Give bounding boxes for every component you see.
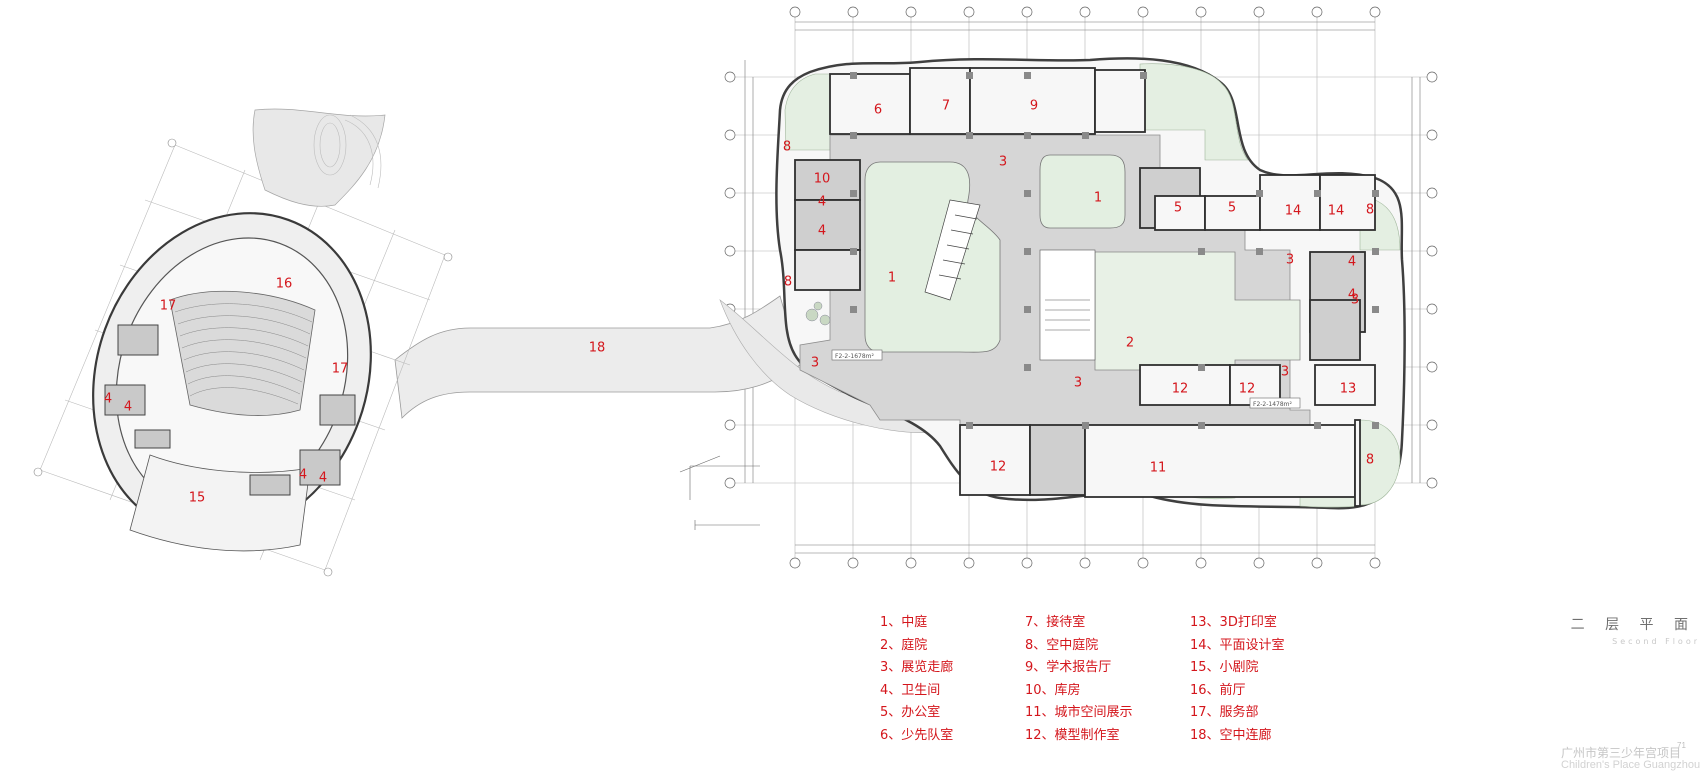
theater-seating [169, 290, 316, 416]
legend-item: 2、庭院 [880, 637, 928, 653]
drawing-title: 二 层 平 面 [1570, 617, 1696, 633]
theater-grid-bubbles [33, 138, 453, 577]
room-label: 4 [1348, 255, 1356, 270]
room-label: 3 [1351, 293, 1359, 308]
room-label: 1 [1094, 191, 1102, 206]
legend-item: 5、办公室 [880, 705, 941, 721]
room-label: 12 [1239, 382, 1256, 397]
room-label: 7 [942, 99, 950, 114]
room-label: 15 [189, 491, 206, 506]
room-label: 8 [1366, 453, 1374, 468]
project-name-en: Children's Place Guangzhou [1561, 759, 1700, 771]
room-label: 4 [124, 400, 132, 415]
legend-item: 3、展览走廊 [880, 660, 954, 676]
room-label: 8 [783, 140, 791, 155]
planter [805, 301, 831, 326]
area-tag-2: F2-2-1478m² [1253, 401, 1293, 408]
room-label: 12 [1172, 382, 1189, 397]
legend-item: 14、平面设计室 [1190, 637, 1285, 653]
seat-rows [174, 303, 313, 405]
structural-columns [850, 72, 1379, 429]
legend-item: 8、空中庭院 [1025, 637, 1099, 653]
room-label: 1 [888, 271, 896, 286]
grid-bubbles [724, 6, 1438, 569]
room-label: 3 [1074, 376, 1082, 391]
room-label: 6 [874, 103, 882, 118]
room-label: 9 [1030, 99, 1038, 114]
room-walls [794, 67, 1376, 507]
room-label: 4 [818, 224, 826, 239]
atrium-void-right [1039, 154, 1126, 229]
legend-item: 10、库房 [1025, 682, 1081, 698]
area-tag-1: F2-2-1678m² [835, 353, 875, 360]
area-tags: F2-2-1678m² F2-2-1478m² [831, 349, 1301, 409]
dimension-lines [744, 21, 1421, 554]
legend-item: 15、小剧院 [1190, 660, 1259, 676]
room-label: 4 [818, 195, 826, 210]
room-legend: 1、中庭 7、接待室 13、3D打印室 2、庭院 8、空中庭院 14、平面设计室… [880, 612, 1300, 748]
room-label: 17 [160, 299, 177, 314]
escalator [924, 199, 981, 301]
room-label: 5 [1174, 201, 1182, 216]
legend-item: 1、中庭 [880, 615, 928, 630]
legend-item: 7、接待室 [1025, 615, 1086, 630]
room-label: 8 [1366, 203, 1374, 218]
project-name: 广州市第三少年宫项目 [1561, 746, 1682, 760]
room-label: 3 [1281, 365, 1289, 380]
room-label: 11 [1150, 461, 1167, 476]
room-label: 3 [1286, 253, 1294, 268]
room-label: 4 [1348, 288, 1356, 303]
room-label: 14 [1328, 204, 1345, 219]
dimension-markers [679, 455, 760, 530]
room-label: 4 [319, 471, 327, 486]
legend-item: 11、城市空间展示 [1025, 705, 1133, 721]
sky-bridge [394, 295, 801, 419]
stair-core-center [1039, 249, 1096, 361]
legend-item: 16、前厅 [1190, 682, 1246, 698]
room-labels: 1 1 2 3 3 3 3 3 3 4 4 4 4 4 4 4 4 5 5 6 … [104, 99, 1374, 506]
legend-item: 18、空中连廊 [1190, 727, 1272, 743]
legend-item: 4、卫生间 [880, 682, 941, 698]
legend-item: 13、3D打印室 [1190, 615, 1277, 630]
room-label: 13 [1340, 382, 1357, 397]
room-label: 2 [1126, 336, 1134, 351]
room-label: 4 [299, 468, 307, 483]
room-label: 3 [811, 356, 819, 371]
room-label: 14 [1285, 204, 1302, 219]
room-label: 3 [999, 155, 1007, 170]
room-label: 18 [589, 341, 606, 356]
room-label: 5 [1228, 201, 1236, 216]
legend-item: 12、模型制作室 [1025, 727, 1120, 743]
theater-roof-petals [252, 108, 386, 207]
room-label: 8 [784, 275, 792, 290]
room-label: 4 [104, 392, 112, 407]
page-number: 71 [1677, 741, 1686, 750]
legend-item: 6、少先队室 [880, 727, 954, 743]
legend-item: 17、服务部 [1190, 705, 1259, 721]
room-label: 16 [276, 277, 293, 292]
legend-item: 9、学术报告厅 [1025, 660, 1112, 676]
theater-service-rooms [104, 324, 356, 496]
room-label: 10 [814, 172, 831, 187]
roof-pattern [313, 114, 382, 189]
room-label: 17 [332, 362, 349, 377]
room-label: 12 [990, 460, 1007, 475]
drawing-subtitle: Second Floor [1612, 637, 1700, 646]
